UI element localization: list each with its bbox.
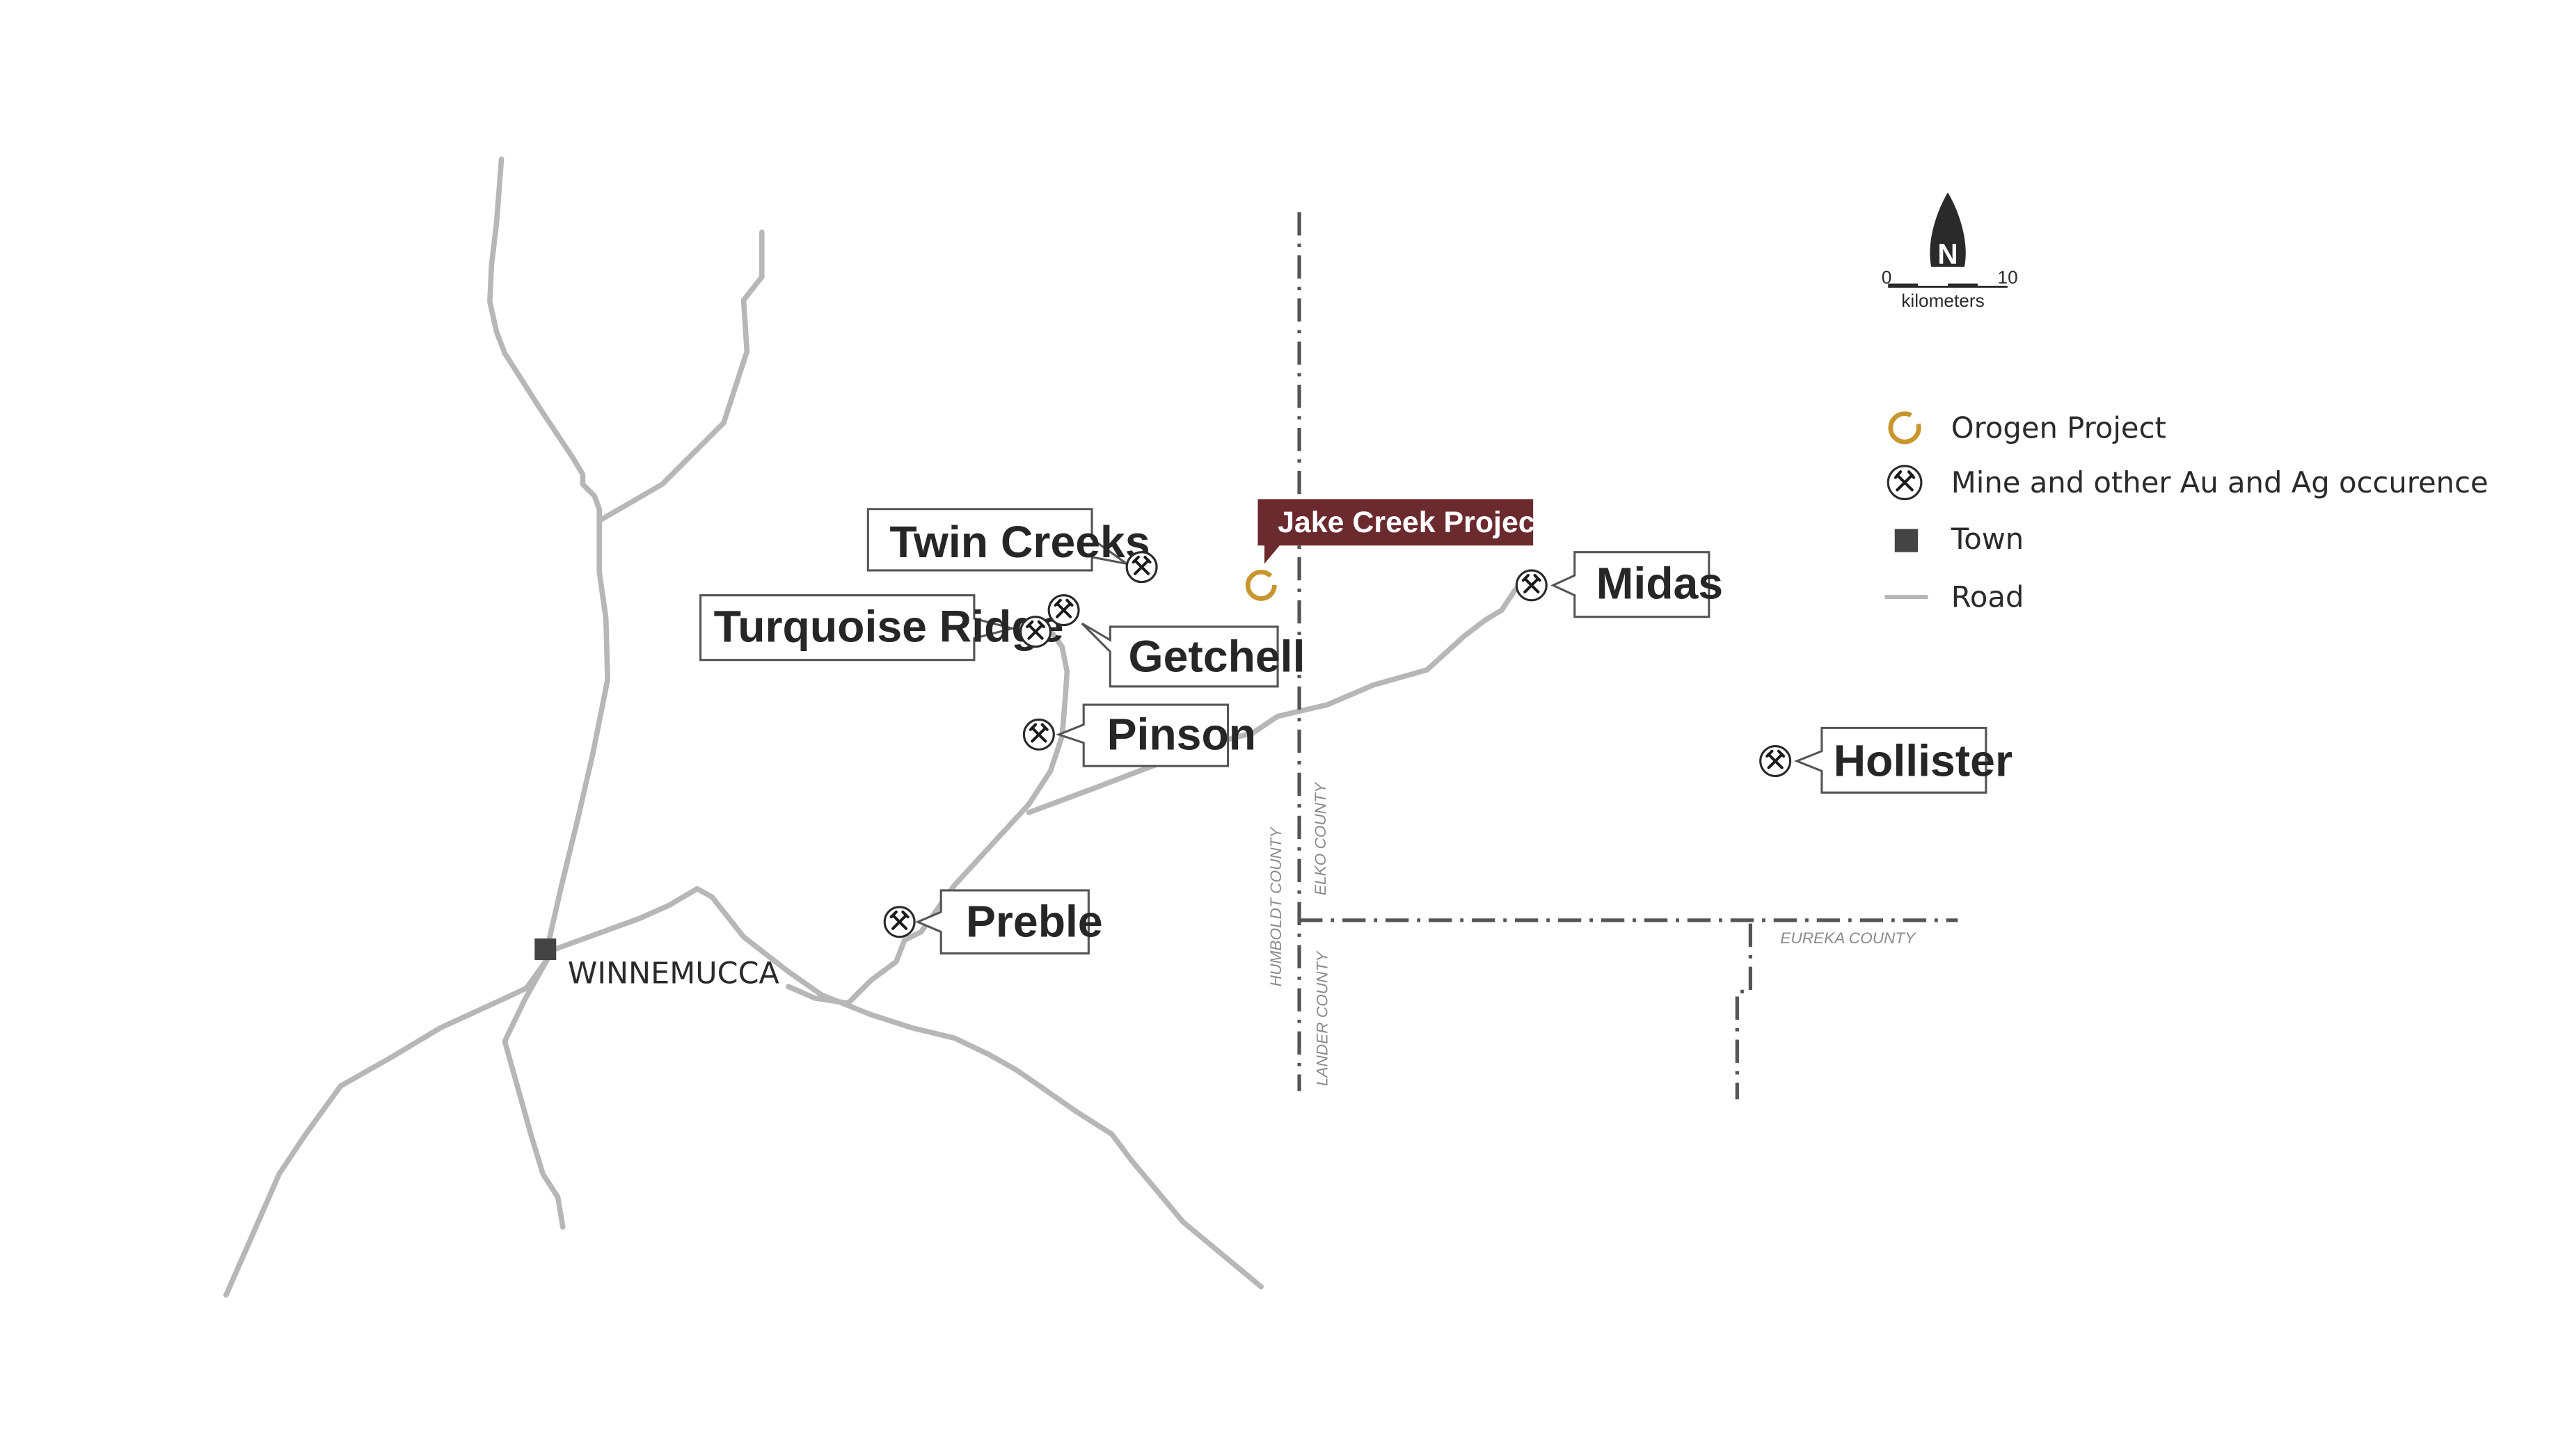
mine-twin-creeks: Twin Creeks <box>866 508 1158 584</box>
county-boundaries <box>1297 212 1958 1100</box>
county-label-humboldt: HUMBOLDT COUNTY <box>1267 826 1285 987</box>
north-arrow: N <box>1930 192 1966 270</box>
jake-creek-project: Jake Creek Project <box>1245 499 1545 601</box>
mine-icon <box>1125 551 1158 584</box>
scale-units-label: kilometers <box>1901 290 1984 311</box>
mine-callout <box>1550 551 1710 618</box>
mine-callout <box>699 594 1017 662</box>
mine-callout <box>866 508 1128 572</box>
scale-max-label: 10 <box>1998 267 2018 288</box>
scale-bar-segment <box>1888 283 1919 287</box>
mine-label: Preble <box>966 897 1103 947</box>
legend-label: Town <box>1951 522 2024 556</box>
mine-getchell: Getchell <box>1047 594 1305 688</box>
scale-min-label: 0 <box>1882 267 1892 288</box>
legend-item-road: Road <box>1884 579 2024 614</box>
mine-icon <box>1019 616 1052 648</box>
road <box>786 625 1070 1006</box>
project-label-badge <box>1257 499 1534 546</box>
mine-label: Getchell <box>1129 631 1305 681</box>
road <box>1026 581 1525 815</box>
mine-midas: Midas <box>1515 551 1723 618</box>
legend-label: Orogen Project <box>1951 410 2166 445</box>
county-label-eureka: EUREKA COUNTY <box>1780 929 1916 947</box>
road-network <box>223 157 1525 1298</box>
orogen-project-icon <box>1888 411 1921 445</box>
road <box>223 955 551 1298</box>
county-label-elko: ELKO COUNTY <box>1312 781 1329 895</box>
road <box>545 886 1264 1290</box>
road <box>502 955 566 1230</box>
mine-pinson: Pinson <box>1022 703 1257 767</box>
mine-label: Turquoise Ridge <box>714 601 1064 651</box>
mine-callout <box>1081 622 1279 688</box>
scale-bar-segment <box>1948 283 1978 287</box>
legend-item-mine: Mine and other Au and Ag occurence <box>1887 465 2488 501</box>
mine-callout <box>1055 703 1230 767</box>
project-marker-icon <box>1245 569 1277 601</box>
county-boundary <box>1735 923 1753 1100</box>
legend-label: Road <box>1951 579 2024 614</box>
road <box>487 157 610 961</box>
town-icon <box>1894 529 1919 552</box>
mine-label: Twin Creeks <box>889 517 1150 567</box>
legend-item-town: Town <box>1894 522 2024 556</box>
mine-icon <box>1887 465 1923 501</box>
road <box>596 229 765 524</box>
mine-label: Hollister <box>1834 736 2013 786</box>
mine-label: Pinson <box>1107 709 1257 759</box>
county-label-lander: LANDER COUNTY <box>1314 950 1331 1087</box>
mine-callout <box>914 889 1090 955</box>
mine-icon <box>1515 569 1548 602</box>
project-label-pointer <box>1264 543 1281 564</box>
mine-icon <box>1022 718 1055 751</box>
north-letter: N <box>1937 238 1958 270</box>
mine-callout <box>1793 726 1987 794</box>
mine-icon <box>883 906 916 938</box>
mine-icon <box>1759 745 1792 778</box>
town-marker-icon <box>534 938 557 961</box>
mine-turquoise-ridge: Turquoise Ridge <box>699 594 1064 662</box>
legend: Orogen Project Mine and other Au and Ag … <box>1884 410 2488 614</box>
mine-hollister: Hollister <box>1759 726 2013 794</box>
mine-preble: Preble <box>883 889 1103 955</box>
project-label: Jake Creek Project <box>1278 506 1545 539</box>
scale-bar: 0 10 kilometers <box>1882 267 2018 311</box>
town-winnemucca: WINNEMUCCA <box>534 938 779 991</box>
north-arrow-icon <box>1930 192 1966 267</box>
mine-icon <box>1047 594 1080 627</box>
county-labels: HUMBOLDT COUNTY ELKO COUNTY LANDER COUNT… <box>1267 781 1916 1086</box>
mine-label: Midas <box>1596 558 1723 608</box>
legend-label: Mine and other Au and Ag occurence <box>1951 465 2488 499</box>
town-label: WINNEMUCCA <box>568 956 779 991</box>
legend-item-orogen-project: Orogen Project <box>1888 410 2166 445</box>
